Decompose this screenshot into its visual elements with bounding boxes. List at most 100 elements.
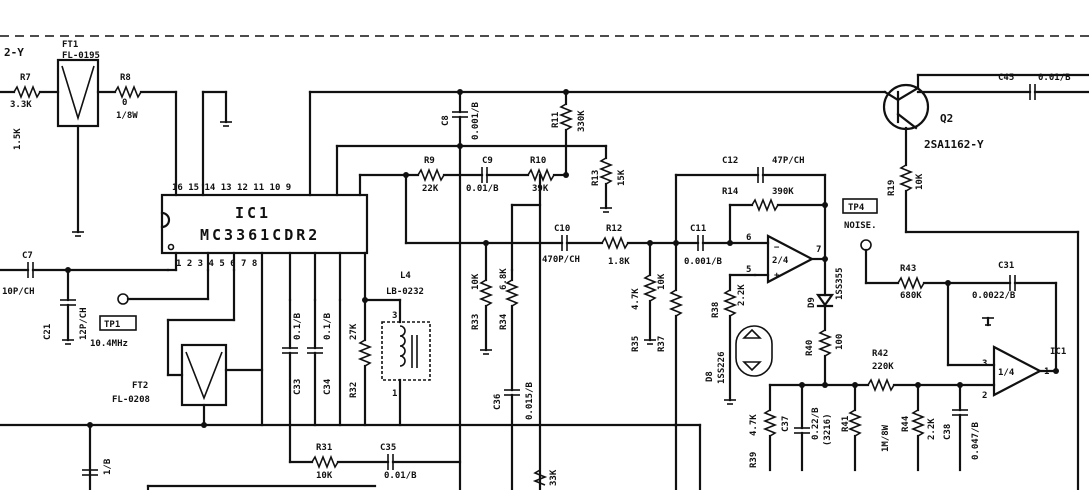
- r35-label: R35: [631, 336, 641, 352]
- r14-value: 390K: [772, 187, 794, 197]
- ic1-top-pins: 16 15 14 13 12 11 10 9: [172, 183, 291, 193]
- r8-value: 0: [122, 98, 127, 108]
- r39-value: 4.7K: [749, 414, 759, 436]
- opamp-pin5: 5: [746, 265, 751, 275]
- r11-resistor: [558, 103, 574, 131]
- d8-diode: [742, 328, 762, 339]
- d9-label: D9: [807, 297, 817, 308]
- ic1-bottom-pins: 1 2 3 4 5 6 7 8: [176, 259, 257, 269]
- c9-value: 0.01/B: [466, 184, 499, 194]
- r42-value: 220K: [872, 362, 894, 372]
- svg-text:−: −: [774, 243, 780, 253]
- r37-resistor: [668, 289, 684, 317]
- c11-label: C11: [690, 224, 706, 234]
- c9-label: C9: [482, 156, 493, 166]
- c7-value: 10P/CH: [2, 287, 35, 297]
- c34-label: C34: [323, 378, 333, 395]
- r7-label: R7: [20, 73, 31, 83]
- r31-value: 10K: [316, 471, 333, 481]
- r40-value: 100: [835, 334, 845, 350]
- r41-label: R41: [841, 416, 851, 432]
- r32-resistor: [357, 339, 373, 367]
- r31-label: R31: [316, 443, 332, 453]
- r37-value: 10K: [657, 273, 667, 290]
- c33-value: 0.1/B: [293, 312, 303, 340]
- r13-label: R13: [591, 170, 601, 186]
- ft1-part: FL-0195: [62, 51, 100, 61]
- r11-label: R11: [551, 112, 561, 128]
- c8-label: C8: [441, 115, 451, 126]
- r44-value: 2.2K: [927, 418, 937, 440]
- r43-value: 680K: [900, 291, 922, 301]
- r40-resistor: [817, 329, 833, 357]
- l4-coil-box: [381, 321, 431, 381]
- tp1-testpoint: [117, 293, 129, 305]
- r19-label: R19: [887, 180, 897, 196]
- c10-value: 470P/CH: [542, 255, 580, 265]
- tp4-net: NOISE.: [844, 221, 877, 231]
- r38-resistor: [722, 289, 738, 317]
- r39-resistor: [762, 409, 778, 437]
- r34-resistor: [504, 279, 520, 307]
- r39-label: R39: [749, 452, 759, 468]
- r37-label: R37: [657, 336, 667, 352]
- r31-resistor: [311, 454, 339, 470]
- r35-value: 4.7K: [631, 288, 641, 310]
- r43-resistor: [897, 275, 925, 291]
- ft2-ref: FT2: [132, 381, 148, 391]
- r32-label: R32: [349, 382, 359, 398]
- c10-label: C10: [554, 224, 570, 234]
- l4-pin1: 1: [392, 389, 397, 399]
- ic1-ref: IC1: [235, 204, 271, 222]
- ic1-chip: [160, 193, 369, 255]
- c31-label: C31: [998, 261, 1014, 271]
- c35-value: 0.01/B: [384, 471, 417, 481]
- opamp-u1-ref: IC1: [1050, 347, 1066, 357]
- r44-label: R44: [901, 415, 911, 432]
- r8-resistor: [114, 84, 142, 100]
- tp1-label: TP1: [104, 320, 120, 330]
- r33-resistor: [478, 279, 494, 307]
- l4-label: L4: [400, 271, 411, 281]
- r38-value: 2.2K: [737, 284, 747, 306]
- r44-resistor: [910, 409, 926, 437]
- r34-label: R34: [499, 313, 509, 330]
- opamp-unit-label: 2/4: [772, 256, 789, 266]
- r-left-value: 1.5K: [13, 128, 23, 150]
- r11-value: 330K: [577, 110, 587, 132]
- opamp-2-4: [766, 234, 815, 284]
- r7-value: 3.3K: [10, 100, 32, 110]
- q2-label: Q2: [940, 112, 953, 125]
- r40-label: R40: [805, 340, 815, 356]
- q2-part: 2SA1162-Y: [924, 138, 984, 151]
- c21-value: 12P/CH: [79, 307, 89, 340]
- tp4-label: TP4: [848, 203, 865, 213]
- c38-value: 0.047/B: [971, 421, 981, 460]
- opamp-u1-label: 1/4: [998, 368, 1015, 378]
- c36-value: 0.015/B: [525, 381, 535, 420]
- d8-label: D8: [705, 371, 715, 382]
- opamp-pin7: 7: [816, 245, 821, 255]
- r8-label: R8: [120, 73, 131, 83]
- r19-resistor: [898, 164, 914, 192]
- c8-value: 0.001/B: [471, 101, 481, 140]
- c38-label: C38: [943, 424, 953, 440]
- r9-value: 22K: [422, 184, 439, 194]
- d9-part: 1SS355: [835, 267, 845, 300]
- c45-label: C45: [998, 73, 1014, 83]
- r34-value: 6.8K: [499, 268, 509, 290]
- svg-text:+: +: [774, 271, 780, 281]
- d8-part: 1SS226: [717, 351, 727, 384]
- c33-label: C33: [293, 379, 303, 395]
- r10-label: R10: [530, 156, 546, 166]
- tp1-frequency: 10.4MHz: [90, 339, 128, 349]
- r8-package: 1/8W: [116, 111, 138, 121]
- opamp-u1-pin3: 3: [982, 359, 987, 369]
- l4-pin3: 3: [392, 311, 397, 321]
- c37-label: C37: [781, 416, 791, 432]
- ft2-part: FL-0208: [112, 395, 150, 405]
- r33-label: R33: [471, 314, 481, 330]
- r13-resistor: [598, 157, 614, 185]
- r19-value: 10K: [915, 173, 925, 190]
- r12-resistor: [601, 235, 629, 251]
